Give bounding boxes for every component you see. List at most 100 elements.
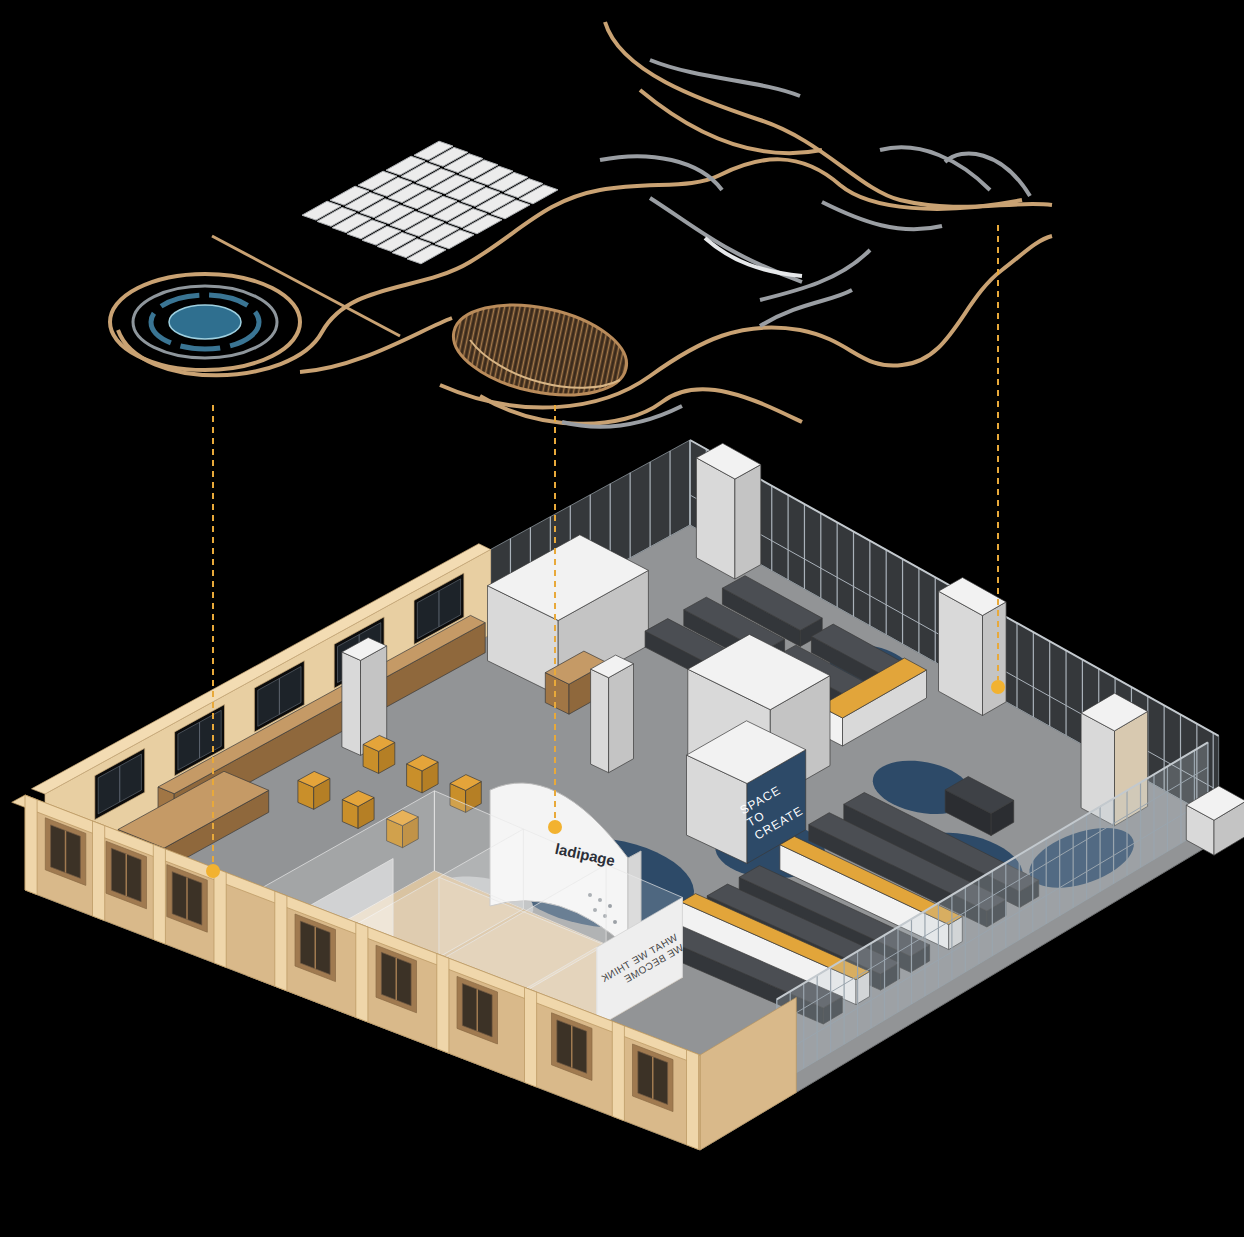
ceiling-ribbon	[650, 60, 800, 96]
glass-mullion	[897, 927, 898, 1012]
glass-transom	[777, 799, 1208, 1056]
ceiling-ribbon	[650, 198, 802, 282]
window-mullion	[438, 591, 439, 627]
masonry-wall	[700, 997, 796, 1150]
glass-mullion	[965, 887, 966, 972]
storage-tower	[735, 465, 761, 579]
ceiling-tile	[407, 245, 446, 264]
leader-line	[212, 405, 214, 864]
ceiling-tile	[519, 185, 558, 204]
glass-mullion	[1180, 758, 1181, 843]
acoustic-panel	[1081, 693, 1148, 731]
parapet	[1186, 786, 1244, 820]
lounge-stool	[342, 791, 374, 807]
ceiling-ribbon	[945, 153, 1030, 196]
glass-mullion	[771, 486, 772, 571]
glass-mullion	[844, 959, 845, 1044]
storage-tower	[939, 578, 1007, 616]
window-pane	[300, 921, 330, 974]
window-pane	[638, 1051, 668, 1104]
glass-mullion	[1065, 650, 1066, 735]
window-pane	[381, 952, 411, 1005]
window-frame	[106, 841, 147, 909]
window-mullion	[65, 831, 67, 873]
glass-mullion	[1016, 623, 1017, 708]
window-mullion	[279, 678, 280, 714]
wall-graphic-text: SPACE TO CREATE	[737, 773, 814, 842]
leader-dot	[548, 820, 562, 834]
lounge-stool	[450, 775, 481, 791]
window-frame	[295, 914, 336, 982]
ceiling-ribbon	[300, 318, 452, 372]
pilaster	[93, 821, 105, 921]
pilaster	[525, 987, 537, 1087]
window-frame	[552, 1013, 593, 1081]
glass-mullion	[1033, 632, 1034, 717]
ceiling-tile	[463, 215, 502, 234]
glass-mullion	[1073, 823, 1074, 908]
pilaster	[214, 868, 226, 968]
glass-mullion	[1167, 766, 1168, 851]
ceiling-ring	[151, 295, 259, 349]
glass-mullion	[1126, 790, 1127, 875]
glass-transom	[777, 767, 1208, 1024]
glass-mullion	[689, 440, 690, 525]
window-mullion	[186, 877, 188, 919]
partition-core	[688, 634, 830, 709]
window-frame	[457, 976, 498, 1044]
glass-mullion	[649, 462, 650, 547]
glass-mullion	[1049, 641, 1050, 726]
glass-mullion	[803, 983, 804, 1068]
window-mullion	[126, 854, 128, 896]
masonry-facade	[25, 795, 700, 1150]
glass-mullion	[869, 541, 870, 626]
window-mullion	[477, 989, 479, 1031]
glass-mullion	[1019, 855, 1020, 940]
ceiling-ribbon	[605, 22, 1052, 207]
canopy-edge	[470, 340, 620, 388]
window-pane	[557, 1020, 587, 1073]
glass-mullion	[911, 919, 912, 1004]
lounge-stool	[363, 735, 395, 751]
glass-mullion	[1046, 839, 1047, 924]
storage-tower	[696, 443, 760, 479]
white-column	[342, 638, 387, 661]
ceiling-ribbon	[600, 156, 722, 190]
ceiling-ribbon	[705, 238, 802, 276]
window-frame	[633, 1044, 674, 1112]
pilaster	[437, 954, 449, 1054]
window-frame	[45, 818, 86, 886]
glass-mullion	[886, 550, 887, 635]
glass-mullion	[884, 935, 885, 1020]
glass-mullion	[669, 451, 670, 536]
ceiling-tile	[491, 200, 530, 219]
glass-mullion	[1140, 782, 1141, 867]
white-column	[609, 664, 634, 773]
pilaster	[612, 1021, 624, 1121]
logo-wordmark: ladipage	[553, 840, 616, 870]
glass-mullion	[804, 504, 805, 589]
glass-mullion	[820, 513, 821, 598]
white-column	[342, 652, 361, 755]
glass-mullion	[817, 975, 818, 1060]
window-mullion	[652, 1057, 654, 1099]
glass-mullion	[1086, 815, 1087, 900]
glass-mullion	[992, 871, 993, 956]
glass-mullion	[978, 879, 979, 964]
window-pane	[462, 984, 492, 1037]
white-column	[591, 655, 634, 678]
window-frame	[167, 865, 208, 933]
glass-mullion	[837, 522, 838, 607]
glass-mullion	[689, 440, 690, 525]
window-pane	[172, 872, 202, 925]
glass-mullion	[1059, 831, 1060, 916]
glass-mullion	[951, 895, 952, 980]
leader-line	[997, 225, 999, 680]
pilaster	[25, 795, 37, 895]
slat-canopy	[445, 291, 635, 410]
feature-wall	[687, 721, 806, 784]
leader-dot	[991, 680, 1005, 694]
pilaster	[275, 891, 287, 991]
